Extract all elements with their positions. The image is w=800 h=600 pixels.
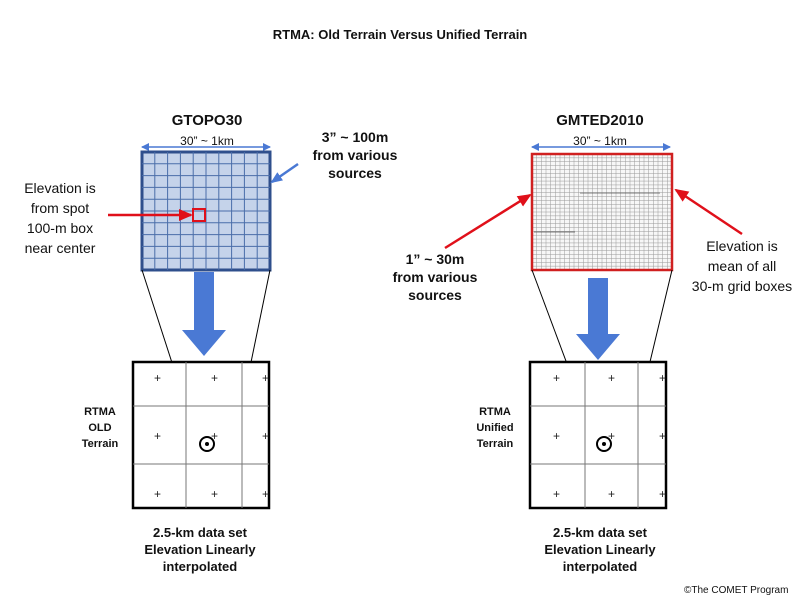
left-grid-point-markers: + + + + + + + + + xyxy=(154,371,269,501)
left-elevation-line-2: from spot xyxy=(30,200,90,216)
svg-text:+: + xyxy=(211,487,218,501)
svg-text:+: + xyxy=(262,371,269,385)
svg-text:+: + xyxy=(659,487,666,501)
spot-box-marker xyxy=(192,208,206,222)
left-source-line-1: 3” ~ 100m xyxy=(321,129,389,145)
svg-text:+: + xyxy=(608,371,615,385)
left-caption-line-2: Elevation Linearly xyxy=(144,542,256,557)
left-source-line-2: from various xyxy=(312,147,398,163)
right-elevation-line-1: Elevation is xyxy=(706,238,778,254)
left-down-arrow xyxy=(182,272,226,356)
right-rtma-line-2: Unified xyxy=(476,422,514,434)
svg-text:+: + xyxy=(262,429,269,443)
left-elevation-line-1: Elevation is xyxy=(24,180,96,196)
right-caption: 2.5-km data set Elevation Linearly inter… xyxy=(510,524,690,575)
svg-text:+: + xyxy=(659,429,666,443)
right-target-point-icon xyxy=(596,436,612,452)
right-source-arrow xyxy=(444,193,532,250)
svg-text:+: + xyxy=(154,429,161,443)
right-grid-point-markers: + + + + + + + + + xyxy=(553,371,666,501)
right-rtma-line-3: Terrain xyxy=(476,438,514,450)
right-elevation-line-2: mean of all xyxy=(707,258,777,274)
gmted2010-grid xyxy=(530,152,674,272)
left-caption-line-1: 2.5-km data set xyxy=(153,525,247,540)
left-caption-line-3: interpolated xyxy=(162,559,238,574)
svg-text:+: + xyxy=(262,487,269,501)
svg-text:+: + xyxy=(659,371,666,385)
left-elevation-line-4: near center xyxy=(24,240,96,256)
left-dataset-name: GTOPO30 xyxy=(171,112,243,129)
left-source-arrow xyxy=(270,162,299,184)
page-title: RTMA: Old Terrain Versus Unified Terrain xyxy=(272,27,528,42)
left-source-note: 3” ~ 100m from various sources xyxy=(290,128,420,182)
svg-text:+: + xyxy=(608,429,615,443)
svg-text:+: + xyxy=(553,487,560,501)
right-caption-line-1: 2.5-km data set xyxy=(553,525,647,540)
right-elevation-line-3: 30-m grid boxes xyxy=(691,278,793,294)
right-dataset-name: GMTED2010 xyxy=(556,112,644,129)
left-caption: 2.5-km data set Elevation Linearly inter… xyxy=(110,524,290,575)
svg-text:+: + xyxy=(154,371,161,385)
right-caption-line-3: interpolated xyxy=(562,559,638,574)
right-source-note: 1” ~ 30m from various sources xyxy=(370,250,500,304)
left-rtma-line-1: RTMA xyxy=(84,406,116,418)
right-source-line-2: from various xyxy=(392,269,478,285)
right-source-line-3: sources xyxy=(408,287,462,303)
right-elevation-arrow xyxy=(674,188,743,236)
right-caption-line-2: Elevation Linearly xyxy=(544,542,656,557)
right-elevation-note: Elevation is mean of all 30-m grid boxes xyxy=(684,236,800,296)
svg-text:+: + xyxy=(553,371,560,385)
svg-text:+: + xyxy=(154,487,161,501)
left-source-line-3: sources xyxy=(328,165,382,181)
left-rtma-grid xyxy=(131,360,271,510)
svg-text:+: + xyxy=(608,487,615,501)
left-elevation-note: Elevation is from spot 100-m box near ce… xyxy=(5,178,115,258)
right-rtma-line-1: RTMA xyxy=(479,406,511,418)
left-rtma-label: RTMA OLD Terrain xyxy=(70,404,130,452)
right-down-arrow xyxy=(576,278,620,360)
left-rtma-line-2: OLD xyxy=(88,422,112,434)
svg-text:+: + xyxy=(211,371,218,385)
left-rtma-line-3: Terrain xyxy=(81,438,119,450)
right-rtma-grid xyxy=(528,360,668,510)
left-target-point-icon xyxy=(199,436,215,452)
left-elevation-line-3: 100-m box xyxy=(26,220,94,236)
credit-text: ©The COMET Program xyxy=(684,585,789,596)
right-source-line-1: 1” ~ 30m xyxy=(405,251,465,267)
svg-text:+: + xyxy=(553,429,560,443)
svg-text:+: + xyxy=(211,429,218,443)
right-rtma-label: RTMA Unified Terrain xyxy=(462,404,528,452)
